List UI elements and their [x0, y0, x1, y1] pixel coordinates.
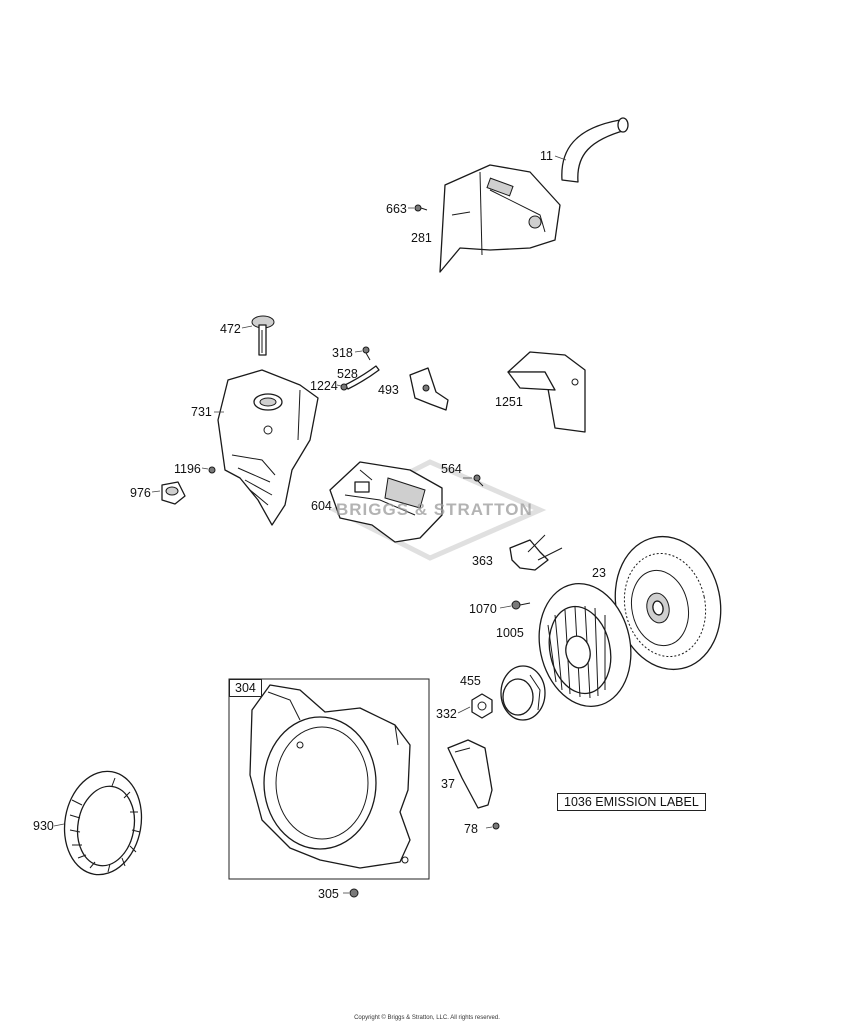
copyright-notice: Copyright © Briggs & Stratton, LLC. All … — [354, 1015, 500, 1021]
part-976-knob — [161, 481, 186, 505]
part-305-bolt — [349, 888, 359, 898]
part-281-tank-bracket — [439, 164, 561, 273]
part-564-screw — [473, 474, 484, 487]
callout-1196: 1196 — [174, 462, 201, 476]
part-11-fuel-hose — [561, 117, 629, 183]
emission-label-callout: 1036 EMISSION LABEL — [557, 793, 706, 811]
callout-493: 493 — [378, 383, 399, 397]
part-472-fuel-cap — [251, 315, 275, 356]
callout-455: 455 — [460, 674, 481, 688]
part-332-nut — [471, 693, 493, 719]
callout-663: 663 — [386, 202, 407, 216]
part-363-armature — [509, 534, 563, 571]
callout-332: 332 — [436, 707, 457, 721]
callout-930: 930 — [33, 819, 54, 833]
callout-604: 604 — [311, 499, 332, 513]
part-663-screw — [414, 204, 428, 212]
callout-1251: 1251 — [495, 395, 523, 409]
part-1224-clamp — [340, 383, 348, 391]
part-731-fuel-tank — [217, 369, 319, 526]
part-304-blower-housing — [249, 684, 411, 869]
callout-1224: 1224 — [310, 379, 338, 393]
callout-304: 304 — [229, 679, 262, 697]
callout-472: 472 — [220, 322, 241, 336]
callout-78: 78 — [464, 822, 478, 836]
callout-976: 976 — [130, 486, 151, 500]
callout-528: 528 — [337, 367, 358, 381]
part-1070-bolt — [511, 600, 531, 610]
part-37-baffle — [447, 739, 493, 809]
watermark-text: BRIGGS & STRATTON — [336, 500, 533, 519]
callout-564: 564 — [441, 462, 462, 476]
part-493-bracket — [409, 367, 449, 411]
part-455-starter-cup — [500, 665, 546, 721]
part-1251-shield — [507, 351, 586, 433]
part-1196-screw — [208, 466, 216, 474]
part-604-air-cleaner-base — [329, 461, 443, 543]
callout-281: 281 — [411, 231, 432, 245]
leader-lines — [53, 155, 567, 894]
callout-1070: 1070 — [469, 602, 497, 616]
callout-363: 363 — [472, 554, 493, 568]
callout-731: 731 — [191, 405, 212, 419]
callout-318: 318 — [332, 346, 353, 360]
part-23-flywheel — [614, 535, 722, 671]
part-528-tube — [344, 365, 380, 390]
part-1005-fan — [538, 582, 632, 708]
part-318-screw — [362, 346, 371, 361]
part-78-screw — [492, 822, 500, 830]
callout-1005: 1005 — [496, 626, 524, 640]
part-304-group-frame — [228, 678, 430, 880]
callout-37: 37 — [441, 777, 455, 791]
callout-11: 11 — [540, 149, 553, 163]
callout-305: 305 — [318, 887, 339, 901]
callout-23: 23 — [592, 566, 606, 580]
part-930-rotating-screen — [63, 770, 143, 876]
